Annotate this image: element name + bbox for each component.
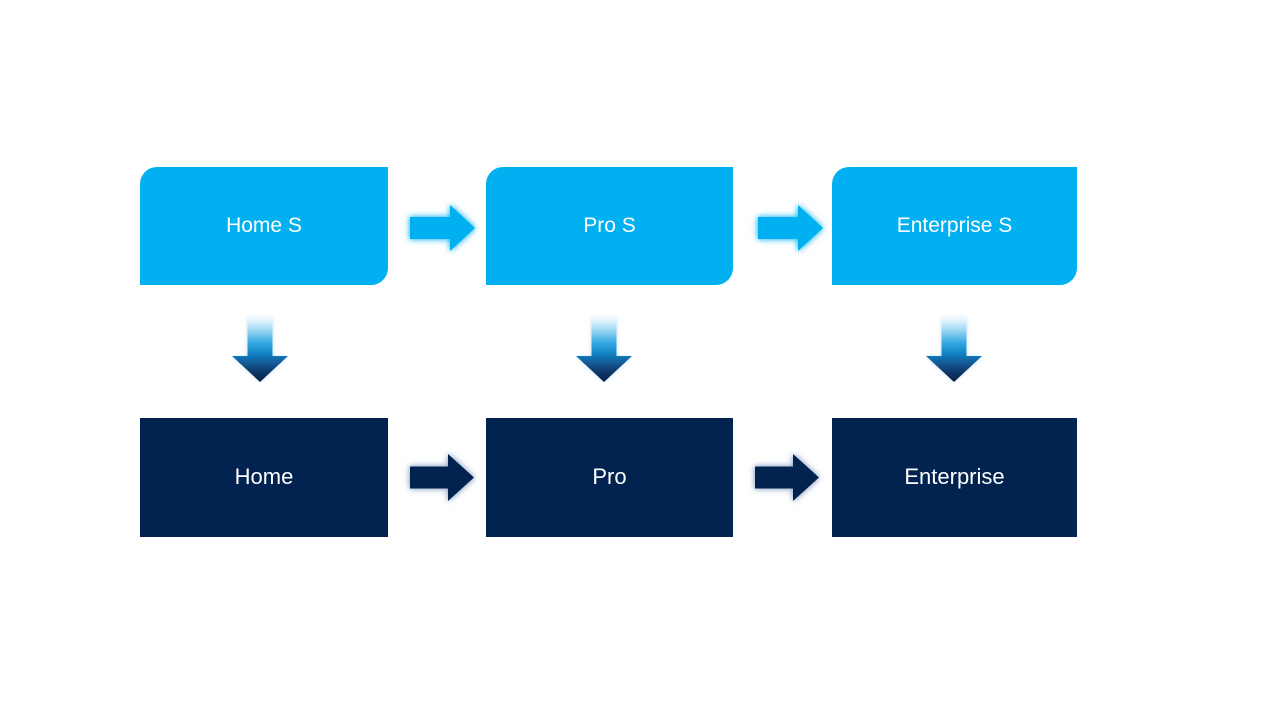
right-arrow-icon[interactable]	[410, 205, 475, 251]
right-arrow-shape	[755, 454, 819, 501]
right-arrow-shape	[410, 454, 474, 501]
node-pro-s[interactable]: Pro S	[486, 167, 733, 285]
down-arrow-shape	[926, 318, 982, 382]
down-arrow-shape	[232, 318, 288, 382]
node-label: Pro S	[583, 214, 636, 238]
right-arrow-icon[interactable]	[758, 205, 823, 251]
node-enterprise[interactable]: Enterprise	[832, 418, 1077, 537]
node-enterprise-s[interactable]: Enterprise S	[832, 167, 1077, 285]
down-arrow-shape	[576, 318, 632, 382]
node-label: Enterprise	[904, 464, 1005, 490]
node-home-s[interactable]: Home S	[140, 167, 388, 285]
down-arrow-icon[interactable]	[232, 318, 288, 382]
right-arrow-icon[interactable]	[755, 454, 819, 501]
right-arrow-shape	[758, 205, 823, 251]
node-label: Pro	[592, 464, 627, 490]
node-label: Enterprise S	[896, 214, 1013, 238]
node-label: Home S	[226, 214, 302, 238]
down-arrow-icon[interactable]	[926, 318, 982, 382]
down-arrow-icon[interactable]	[576, 318, 632, 382]
right-arrow-icon[interactable]	[410, 454, 474, 501]
node-home[interactable]: Home	[140, 418, 388, 537]
node-label: Home	[234, 464, 294, 490]
right-arrow-shape	[410, 205, 475, 251]
node-pro[interactable]: Pro	[486, 418, 733, 537]
